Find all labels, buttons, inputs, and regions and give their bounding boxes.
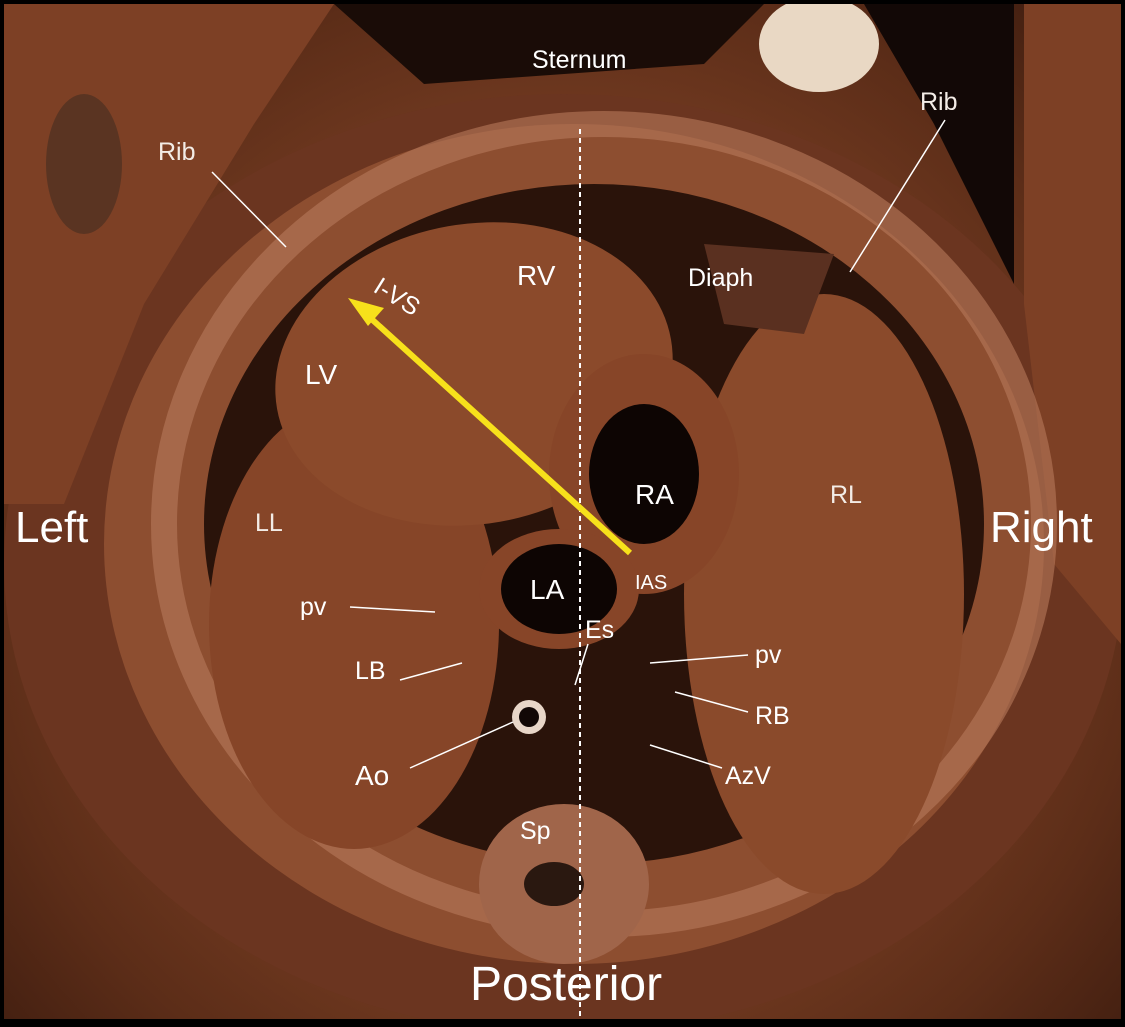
leader-pv-left bbox=[349, 606, 436, 613]
tissue-illustration bbox=[4, 4, 1121, 1019]
label-sp: Sp bbox=[520, 817, 551, 845]
leader-rb bbox=[674, 691, 749, 713]
leader-es bbox=[574, 643, 589, 686]
label-ias: IAS bbox=[635, 572, 668, 594]
label-pv-left: pv bbox=[300, 593, 327, 621]
leader-pv-right bbox=[649, 654, 749, 664]
label-pv-right: pv bbox=[755, 641, 782, 669]
label-lv: LV bbox=[305, 359, 338, 390]
leader-ao bbox=[409, 721, 514, 769]
label-ra: RA bbox=[635, 479, 674, 510]
label-rv: RV bbox=[517, 260, 556, 291]
label-diaph: Diaph bbox=[688, 264, 754, 292]
label-left: Left bbox=[15, 503, 89, 552]
anatomy-cross-section: Sternum Rib Rib I-VS RV Diaph LV RA RL L… bbox=[4, 4, 1121, 1019]
label-la: LA bbox=[530, 574, 565, 605]
leader-azv bbox=[649, 744, 723, 769]
leader-lb bbox=[399, 662, 463, 681]
axis-arrow bbox=[348, 298, 633, 556]
label-es: Es bbox=[585, 616, 615, 644]
leader-rib-left bbox=[211, 171, 287, 248]
label-rib-left: Rib bbox=[158, 138, 196, 166]
label-ll: LL bbox=[255, 509, 283, 537]
label-lb: LB bbox=[355, 657, 386, 685]
label-posterior: Posterior bbox=[470, 958, 663, 1011]
leader-lines bbox=[211, 119, 946, 769]
label-ao: Ao bbox=[355, 760, 390, 791]
label-rl: RL bbox=[830, 481, 862, 509]
label-right: Right bbox=[990, 503, 1093, 552]
label-rb: RB bbox=[755, 702, 790, 730]
label-azv: AzV bbox=[725, 762, 771, 790]
label-rib-right: Rib bbox=[920, 88, 958, 116]
leader-rib-right bbox=[849, 119, 946, 273]
label-sternum: Sternum bbox=[532, 46, 627, 74]
